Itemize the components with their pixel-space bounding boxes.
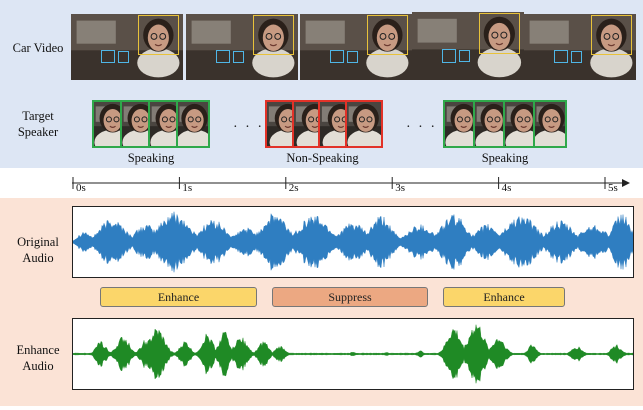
timeline-tick-label: 4s (501, 182, 512, 194)
car-video-frame (186, 14, 298, 80)
suppress-tag: Suppress (272, 287, 428, 307)
timeline-tick-label: 0s (76, 182, 86, 194)
timeline-tick-label: 3s (395, 182, 405, 194)
passenger-face-box (571, 50, 583, 63)
speaker-group-border (265, 100, 383, 148)
passenger-face-box (216, 50, 230, 64)
enhance-tag-1: Enhance (100, 287, 257, 307)
target-face-box (138, 15, 179, 55)
speaker-crop-frame (443, 100, 481, 148)
passenger-face-box (347, 50, 359, 63)
original-waveform-shape (73, 211, 633, 273)
passenger-face-box (442, 49, 456, 63)
speaker-group-border (443, 100, 567, 148)
ellipsis-1: · · · (233, 120, 264, 135)
passenger-face-box (554, 50, 568, 64)
speaker-state-label-1: Speaking (127, 151, 175, 165)
passenger-face-box (118, 50, 130, 63)
enhanced-waveform-shape (73, 324, 633, 384)
ellipsis-2: · · · (406, 120, 437, 135)
speaker-state-label-3: Speaking (481, 151, 529, 165)
target-face-box (253, 15, 294, 55)
timeline-arrow (622, 179, 630, 187)
passenger-face-box (330, 50, 344, 64)
enhance-tag-2: Enhance (443, 287, 565, 307)
speaker-group-border (92, 100, 210, 148)
speaker-crop-frame (345, 100, 383, 148)
passenger-face-box (459, 50, 471, 63)
timeline-tick-label: 1s (182, 182, 193, 194)
car-video-frame (71, 14, 183, 80)
car-video-frame (412, 12, 524, 80)
original-audio-waveform (72, 206, 634, 278)
timeline (72, 177, 630, 189)
timeline-tick-label: 2s (288, 182, 299, 194)
passenger-face-box (101, 50, 115, 64)
target-speaker-label: Target Speaker (17, 109, 59, 139)
car-video-frame (300, 14, 412, 80)
target-face-box (479, 13, 520, 54)
enhanced-audio-waveform (72, 318, 634, 390)
car-video-frame (524, 14, 636, 80)
speaker-state-label-2: Non-Speaking (286, 151, 359, 165)
original-audio-label: Original Audio (17, 235, 59, 265)
enhance-audio-label: Enhance Audio (16, 343, 60, 373)
car-video-label: Car Video (12, 41, 64, 55)
timeline-tick-label: 5s (608, 182, 618, 194)
target-face-box (367, 15, 408, 55)
passenger-face-box (233, 50, 245, 63)
target-face-box (591, 15, 632, 55)
